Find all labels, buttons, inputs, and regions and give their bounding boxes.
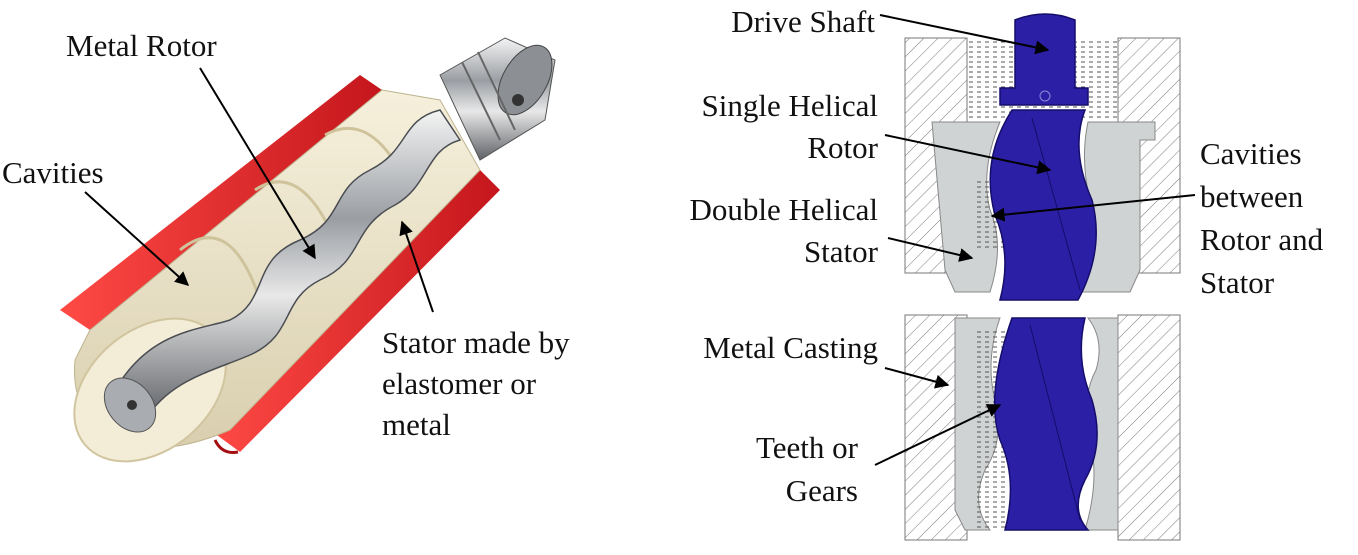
stator-casing-upper bbox=[60, 75, 382, 330]
pump-cutaway-illustration bbox=[60, 37, 556, 463]
label-cavities-between-line2: between bbox=[1200, 179, 1304, 214]
stator-casing-lower bbox=[210, 170, 500, 452]
arrow-metal-rotor bbox=[199, 67, 316, 260]
arrow-single-helical bbox=[884, 134, 1052, 175]
label-metal-rotor: Metal Rotor bbox=[66, 28, 217, 63]
label-drive-shaft: Drive Shaft bbox=[731, 4, 875, 39]
label-single-helical-line1: Single Helical bbox=[701, 88, 878, 123]
rotor-lower bbox=[993, 317, 1098, 531]
label-metal-casting: Metal Casting bbox=[703, 330, 878, 365]
arrow-metal-casting bbox=[884, 367, 950, 389]
label-teeth-line2: Gears bbox=[785, 473, 858, 508]
label-double-helical-line1: Double Helical bbox=[689, 192, 878, 227]
label-cavities-left: Cavities bbox=[2, 155, 104, 190]
arrow-cavities bbox=[84, 191, 190, 286]
label-single-helical-line2: Rotor bbox=[807, 130, 878, 165]
arrow-cavities-between bbox=[990, 194, 1196, 222]
label-cavities-between-line4: Stator bbox=[1200, 265, 1275, 300]
metal-rotor-illustration bbox=[103, 109, 462, 433]
label-cavities-between-line3: Rotor and bbox=[1200, 222, 1324, 257]
label-stator-line1: Stator made by bbox=[382, 325, 570, 360]
label-double-helical-line2: Stator bbox=[803, 234, 878, 269]
arrow-double-helical bbox=[887, 237, 974, 262]
shaft-coupling bbox=[439, 37, 556, 161]
arrow-teeth-gears bbox=[874, 404, 1002, 466]
label-cavities-between-line1: Cavities bbox=[1200, 136, 1302, 171]
arrow-drive-shaft bbox=[879, 14, 1050, 55]
arrow-stator bbox=[399, 220, 434, 313]
pump-section-drawing bbox=[904, 13, 1181, 541]
casing-lower-right bbox=[1117, 314, 1181, 541]
label-stator-line3: metal bbox=[382, 407, 451, 442]
label-teeth-line1: Teeth or bbox=[756, 430, 858, 465]
label-stator-line2: elastomer or bbox=[382, 366, 537, 401]
